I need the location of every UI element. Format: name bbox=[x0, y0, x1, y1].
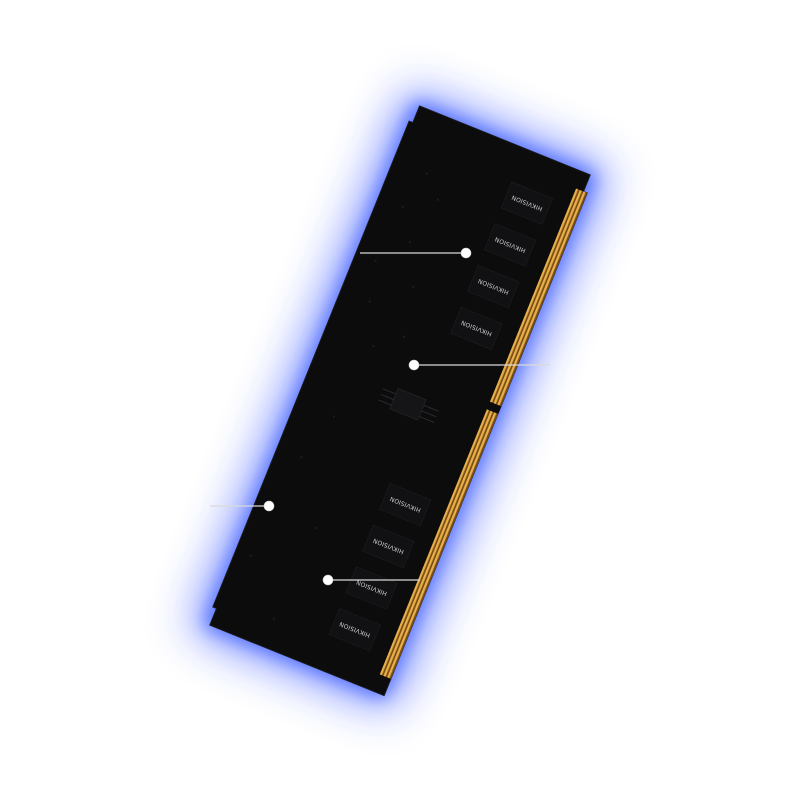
gold-edge-connector bbox=[379, 188, 588, 679]
callout-pcb bbox=[210, 500, 275, 512]
spd-chip bbox=[378, 388, 439, 423]
pcb-texture bbox=[249, 172, 440, 620]
callout-spd-chip bbox=[408, 359, 550, 371]
memory-chips-lower: HIKVISION HIKVISION HIKVISION HIKVISION bbox=[328, 483, 432, 652]
callout-upper-chips bbox=[360, 247, 472, 259]
callout-lower-chips bbox=[322, 574, 420, 586]
ram-module bbox=[209, 105, 591, 697]
memory-chips-upper: HIKVISION HIKVISION HIKVISION HIKVISION bbox=[450, 181, 553, 350]
callouts bbox=[210, 247, 550, 586]
